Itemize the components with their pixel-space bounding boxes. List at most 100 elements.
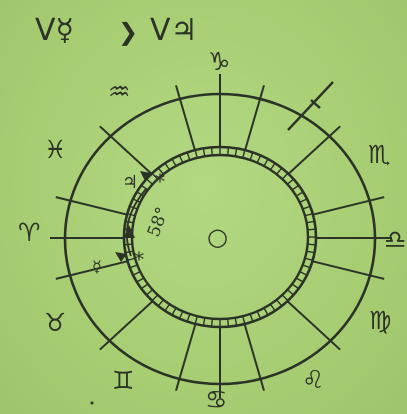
degree-tick <box>150 293 159 302</box>
degree-tick <box>140 184 150 192</box>
degree-tick <box>178 154 184 164</box>
cancer-glyph: ♋ <box>205 385 227 414</box>
jupiter-glyph: ♃ <box>122 172 138 193</box>
degree-tick <box>301 264 312 269</box>
degree-tick <box>234 316 238 327</box>
degree-tick <box>170 306 178 317</box>
degree-tick <box>131 270 142 277</box>
degree-tick <box>163 162 171 172</box>
degree-tick <box>298 197 309 204</box>
degree-tick <box>303 212 314 217</box>
degree-tick <box>194 315 199 326</box>
degree-tick <box>140 282 150 290</box>
degree-tick <box>275 298 283 308</box>
mercury-marker-icon <box>115 252 127 262</box>
sign-division-line <box>312 260 385 280</box>
degree-tick <box>249 312 254 323</box>
ascendant-line-crossbar <box>310 99 321 109</box>
mercury-glyph: ☿ <box>92 257 102 276</box>
degree-tick <box>305 220 316 224</box>
gemini-glyph: ♊ <box>112 366 134 395</box>
degree-tick <box>145 288 154 297</box>
sign-division-line <box>287 300 341 351</box>
degree-tick <box>150 172 159 181</box>
sign-division-line <box>99 300 153 351</box>
degree-tick <box>281 293 290 302</box>
leo-glyph: ♌ <box>302 365 324 394</box>
degree-tick <box>290 282 300 290</box>
virgo-glyph: ♍ <box>369 306 391 335</box>
sign-division-line <box>287 125 341 176</box>
degree-tick <box>186 151 191 162</box>
sign-division-line <box>243 324 265 391</box>
degree-tick <box>194 148 199 159</box>
degree-tick <box>269 302 277 312</box>
sign-division-line <box>55 260 128 280</box>
degree-tick <box>306 228 317 231</box>
degree-tick <box>202 316 206 327</box>
sign-division-line <box>55 196 128 216</box>
degree-tick <box>210 317 214 328</box>
angle-label: 58° <box>144 205 173 240</box>
sign-division-line <box>99 125 153 176</box>
degree-tick <box>157 166 165 176</box>
degree-tick <box>275 166 283 176</box>
degree-tick <box>290 184 300 192</box>
degree-tick <box>303 257 314 262</box>
angle-arc <box>125 188 147 257</box>
degree-tick <box>234 147 238 158</box>
degree-tick <box>256 154 262 164</box>
title-right-symbol: V♃ <box>150 13 197 48</box>
title-left-symbol: V☿ <box>35 13 74 48</box>
degree-tick <box>306 243 317 246</box>
degree-tick <box>226 146 230 157</box>
scorpio-glyph: ♏ <box>368 140 390 169</box>
degree-tick <box>135 276 146 284</box>
libra-glyph: ♎ <box>384 225 406 254</box>
degree-tick <box>128 264 139 269</box>
degree-tick <box>241 148 246 159</box>
sign-division-line <box>175 85 197 152</box>
degree-tick <box>210 146 214 157</box>
degree-tick <box>298 270 309 277</box>
degree-tick <box>202 147 206 158</box>
degree-tick <box>126 257 137 262</box>
degree-tick <box>256 310 262 320</box>
degree-tick <box>186 312 191 323</box>
degree-tick <box>262 306 270 317</box>
degree-tick <box>249 151 254 162</box>
sign-divisions <box>50 74 392 398</box>
star-marker-lower: * <box>134 247 144 271</box>
degree-tick <box>286 288 295 297</box>
sign-division-line <box>312 196 385 216</box>
degree-tick <box>170 157 178 168</box>
degree-tick <box>301 205 312 210</box>
taurus-glyph: ♉ <box>44 308 66 337</box>
degree-tick <box>286 177 295 186</box>
degree-tick <box>135 190 146 198</box>
degree-tick <box>281 172 290 181</box>
aries-glyph: ♈ <box>18 218 40 247</box>
degree-tick <box>178 310 184 320</box>
degree-tick <box>294 190 305 198</box>
jupiter-marker-icon <box>140 171 151 181</box>
ink-dot <box>90 401 94 405</box>
ascendant-line <box>287 81 334 131</box>
pisces-glyph: ♓ <box>44 135 66 164</box>
degree-tick <box>226 317 230 328</box>
degree-tick <box>262 157 270 168</box>
degree-tick <box>157 298 165 308</box>
star-marker-upper: * <box>155 169 165 193</box>
degree-tick <box>294 276 305 284</box>
degree-ticks <box>123 146 317 328</box>
degree-tick <box>241 315 246 326</box>
arc-arrowhead-icon <box>124 225 135 238</box>
degree-tick <box>305 250 316 254</box>
degree-tick <box>163 302 171 312</box>
degree-tick <box>145 177 154 186</box>
degree-tick <box>269 162 277 172</box>
center-circle-symbol: ○ <box>207 223 228 251</box>
sign-division-line <box>243 85 265 152</box>
